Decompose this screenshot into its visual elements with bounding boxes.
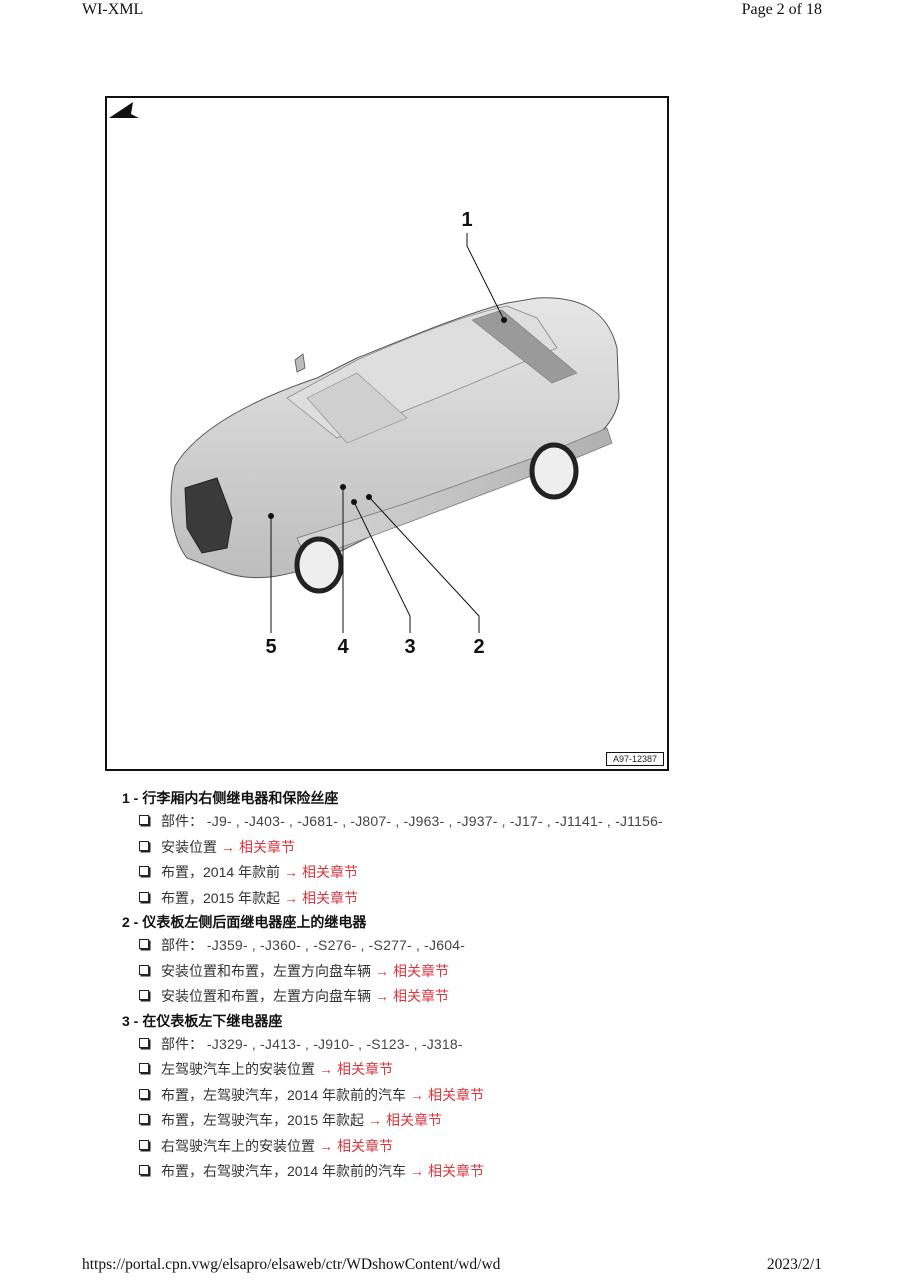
related-chapter-link[interactable]: 相关章节 xyxy=(393,962,449,979)
list-item: 部件： -J9- , -J403- , -J681- , -J807- , -J… xyxy=(122,809,762,835)
parts-list: -J9- , -J403- , -J681- , -J807- , -J963-… xyxy=(206,813,663,829)
list-item: 布置，右驾驶汽车，2014 年款前的汽车→相关章节 xyxy=(122,1159,762,1185)
section-number: 2 - xyxy=(122,914,139,930)
arrow-right-icon: → xyxy=(375,988,389,1004)
checkbox-bullet-icon xyxy=(139,1139,149,1150)
item-label: 部件： xyxy=(161,1035,203,1052)
item-label: 安装位置 xyxy=(161,838,217,855)
checkbox-bullet-icon xyxy=(139,990,149,1000)
list-item: 安装位置和布置，左置方向盘车辆→相关章节 xyxy=(122,984,762,1010)
arrow-right-icon: → xyxy=(319,1061,333,1077)
checkbox-bullet-icon xyxy=(139,1165,149,1175)
car-illustration: 1 2 3 4 5 xyxy=(170,209,620,658)
arrow-right-icon: → xyxy=(221,838,235,855)
vehicle-diagram: 1 2 3 4 5 A97-12387 xyxy=(105,96,669,771)
checkbox-bullet-icon xyxy=(139,1088,149,1099)
related-chapter-link[interactable]: 相关章节 xyxy=(386,1112,443,1128)
list-item: 布置，左驾驶汽车，2015 年款起→相关章节 xyxy=(122,1108,762,1134)
item-label: 安装位置和布置，左置方向盘车辆 xyxy=(161,988,371,1004)
checkbox-bullet-icon xyxy=(139,1037,149,1048)
arrow-right-icon: → xyxy=(368,1112,383,1128)
parts-list: -J329- , -J413- , -J910- , -S123- , -J31… xyxy=(206,1035,463,1052)
list-item: 部件： -J359- , -J360- , -S276- , -S277- , … xyxy=(122,933,762,959)
svg-text:1: 1 xyxy=(461,209,472,231)
checkbox-bullet-icon xyxy=(139,840,149,851)
parts-list: -J359- , -J360- , -S276- , -S277- , -J60… xyxy=(206,937,466,953)
section-1: 1 -行李厢内右侧继电器和保险丝座 部件： -J9- , -J403- , -J… xyxy=(122,787,762,911)
arrow-right-icon: → xyxy=(284,864,299,880)
item-label: 部件： xyxy=(161,813,203,829)
svg-text:3: 3 xyxy=(404,636,415,658)
section-3: 3 -在仪表板左下继电器座 部件： -J329- , -J413- , -J91… xyxy=(122,1010,762,1185)
page-url: https://portal.cpn.vwg/elsapro/elsaweb/c… xyxy=(82,1256,501,1273)
print-date: 2023/2/1 xyxy=(766,1256,822,1273)
orientation-arrow-icon xyxy=(109,102,139,118)
arrow-right-icon: → xyxy=(410,1163,425,1179)
related-chapter-link[interactable]: 相关章节 xyxy=(428,1086,485,1103)
item-label: 布置，右驾驶汽车，2014 年款前的汽车 xyxy=(161,1163,407,1179)
checkbox-bullet-icon xyxy=(139,964,149,975)
item-label: 布置，左驾驶汽车，2014 年款前的汽车 xyxy=(161,1086,407,1103)
list-item: 布置，2014 年款前→相关章节 xyxy=(122,860,762,886)
list-item: 左驾驶汽车上的安装位置→相关章节 xyxy=(122,1057,762,1083)
section-number: 3 - xyxy=(122,1012,139,1029)
svg-text:2: 2 xyxy=(473,636,484,658)
item-label: 安装位置和布置，左置方向盘车辆 xyxy=(161,962,371,979)
svg-text:5: 5 xyxy=(265,636,276,658)
checkbox-bullet-icon xyxy=(139,1063,149,1073)
document-source-label: WI-XML xyxy=(82,1,144,18)
list-item: 右驾驶汽车上的安装位置→相关章节 xyxy=(122,1134,762,1160)
arrow-right-icon: → xyxy=(319,1137,333,1154)
checkbox-bullet-icon xyxy=(139,939,149,949)
section-heading: 仪表板左侧后面继电器座上的继电器 xyxy=(142,914,367,930)
section-heading: 在仪表板左下继电器座 xyxy=(142,1012,283,1029)
arrow-right-icon: → xyxy=(284,889,299,906)
item-label: 布置，左驾驶汽车，2015 年款起 xyxy=(161,1112,365,1128)
list-item: 布置，左驾驶汽车，2014 年款前的汽车→相关章节 xyxy=(122,1083,762,1109)
arrow-right-icon: → xyxy=(375,962,389,979)
list-item: 安装位置→相关章节 xyxy=(122,835,762,861)
checkbox-bullet-icon xyxy=(139,891,149,902)
section-title: 3 -在仪表板左下继电器座 xyxy=(122,1010,762,1032)
component-list: 1 -行李厢内右侧继电器和保险丝座 部件： -J9- , -J403- , -J… xyxy=(122,787,762,1185)
section-2: 2 -仪表板左侧后面继电器座上的继电器 部件： -J359- , -J360- … xyxy=(122,911,762,1010)
item-label: 布置，2014 年款前 xyxy=(161,864,281,880)
related-chapter-link[interactable]: 相关章节 xyxy=(428,1163,485,1179)
page-number: Page 2 of 18 xyxy=(741,1,822,18)
checkbox-bullet-icon xyxy=(139,866,149,876)
related-chapter-link[interactable]: 相关章节 xyxy=(302,889,359,906)
list-item: 部件： -J329- , -J413- , -J910- , -S123- , … xyxy=(122,1032,762,1058)
section-title: 2 -仪表板左侧后面继电器座上的继电器 xyxy=(122,911,762,933)
list-item: 布置，2015 年款起→相关章节 xyxy=(122,886,762,912)
section-title: 1 -行李厢内右侧继电器和保险丝座 xyxy=(122,787,762,809)
related-chapter-link[interactable]: 相关章节 xyxy=(302,864,359,880)
related-chapter-link[interactable]: 相关章节 xyxy=(337,1137,393,1154)
item-label: 右驾驶汽车上的安装位置 xyxy=(161,1137,315,1154)
related-chapter-link[interactable]: 相关章节 xyxy=(393,988,449,1004)
section-heading: 行李厢内右侧继电器和保险丝座 xyxy=(142,790,339,806)
related-chapter-link[interactable]: 相关章节 xyxy=(337,1061,393,1077)
svg-text:4: 4 xyxy=(337,636,349,658)
item-label: 部件： xyxy=(161,937,203,953)
arrow-right-icon: → xyxy=(410,1086,425,1103)
item-label: 布置，2015 年款起 xyxy=(161,889,281,906)
figure-id-label: A97-12387 xyxy=(605,752,664,766)
checkbox-bullet-icon xyxy=(139,815,149,825)
list-item: 安装位置和布置，左置方向盘车辆→相关章节 xyxy=(122,959,762,985)
related-chapter-link[interactable]: 相关章节 xyxy=(239,838,295,855)
item-label: 左驾驶汽车上的安装位置 xyxy=(161,1061,315,1077)
checkbox-bullet-icon xyxy=(139,1114,149,1124)
section-number: 1 - xyxy=(122,790,139,806)
